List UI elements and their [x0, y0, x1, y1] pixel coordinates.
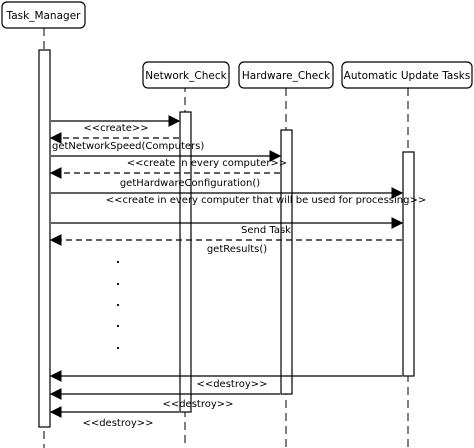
message-label-get-results: getResults(): [207, 244, 267, 255]
participant-automatic-update-tasks-label: Automatic Update Tasks: [344, 70, 471, 82]
message-label-destroy-network: <<destroy>>: [82, 418, 153, 429]
participant-task-manager: Task_Manager: [1, 1, 86, 29]
participant-hardware-check-label: Hardware_Check: [242, 70, 331, 82]
message-label-create-hardware: <<create in every computer>>: [127, 158, 287, 169]
participant-hardware-check: Hardware_Check: [238, 61, 334, 89]
participant-automatic-update-tasks: Automatic Update Tasks: [341, 61, 473, 89]
message-label-get-network-speed: getNetworkSpeed(Computers): [52, 141, 204, 152]
participant-network-check-label: Network_Check: [145, 70, 227, 82]
message-label-create-network: <<create>>: [83, 123, 148, 134]
message-label-destroy-hardware: <<destroy>>: [162, 399, 233, 410]
message-label-get-hardware-config: getHardwareConfiguration(): [120, 178, 260, 189]
participant-network-check: Network_Check: [142, 61, 230, 89]
continuation-dots: [116, 260, 120, 350]
message-label-create-auto-update: <<create in every computer that will be …: [106, 195, 426, 206]
activation-hardware-check: [280, 129, 293, 395]
activation-automatic-update: [402, 151, 415, 377]
participant-task-manager-label: Task_Manager: [6, 10, 82, 22]
message-label-send-task: Send Task: [241, 225, 291, 236]
activation-network-check: [179, 111, 192, 413]
message-label-destroy-auto-update: <<destroy>>: [196, 379, 267, 390]
activation-task-manager: [38, 49, 51, 428]
